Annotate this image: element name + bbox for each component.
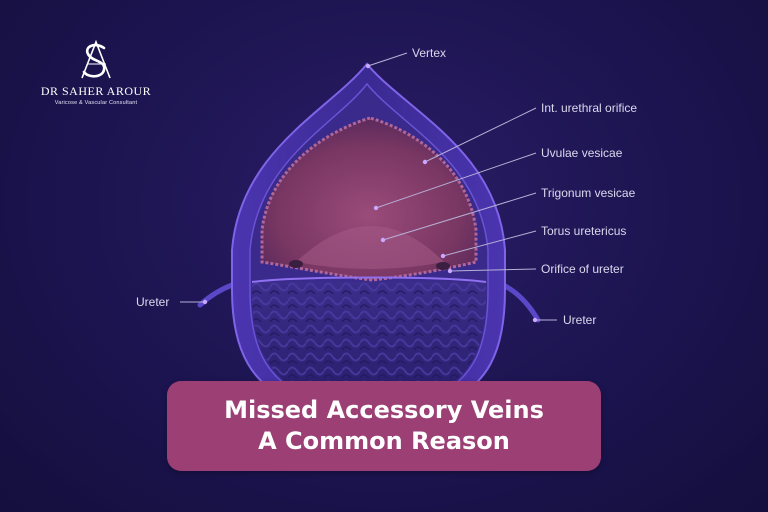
marker-ureter-right [532, 317, 538, 323]
leader-lines [180, 52, 557, 321]
ureter-tube-right [502, 283, 541, 323]
leader-orifice-of-ureter [449, 268, 537, 272]
leader-int-urethral-orifice [424, 107, 537, 163]
leader-uvulae-vesicae [375, 152, 537, 209]
marker-torus-uretericus [440, 253, 446, 259]
label-uvulae-vesicae: Uvulae vesicae [541, 146, 623, 160]
label-vertex: Vertex [412, 46, 447, 60]
marker-ureter-left [202, 299, 208, 305]
cut-edge [251, 276, 487, 283]
ureter-orifice-right [436, 262, 450, 270]
brand-logo: DR SAHER AROUR Varicose & Vascular Consu… [34, 38, 158, 106]
marker-orifice-of-ureter [447, 268, 453, 274]
label-ureter-right: Ureter [563, 313, 597, 327]
label-orifice-of-ureter: Orifice of ureter [541, 262, 624, 276]
ureter-tube-left [197, 282, 235, 308]
leader-torus-uretericus [442, 230, 537, 257]
label-int-urethral-orifice: Int. urethral orifice [541, 101, 638, 115]
logo-monogram-icon [81, 39, 111, 79]
title-banner: Missed Accessory Veins A Common Reason [167, 381, 601, 471]
marker-int-urethral-orifice [422, 159, 428, 165]
banner-line-2: A Common Reason [258, 427, 510, 455]
label-ureter-left: Ureter [136, 295, 170, 309]
markers [202, 63, 538, 323]
leader-trigonum-vesicae [382, 192, 537, 241]
brand-tagline: Varicose & Vascular Consultant [54, 100, 138, 106]
label-torus-uretericus: Torus uretericus [541, 224, 627, 238]
ureter-orifice-left [289, 260, 303, 268]
brand-name: DR SAHER AROUR [40, 84, 152, 98]
marker-uvulae-vesicae [373, 205, 379, 211]
label-trigonum-vesicae: Trigonum vesicae [541, 186, 636, 200]
leader-vertex [367, 52, 408, 67]
trigone-area [296, 226, 444, 269]
banner-line-1: Missed Accessory Veins [224, 396, 544, 424]
mucosa-surface [260, 116, 478, 282]
marker-trigonum-vesicae [380, 237, 386, 243]
marker-vertex [365, 63, 371, 69]
